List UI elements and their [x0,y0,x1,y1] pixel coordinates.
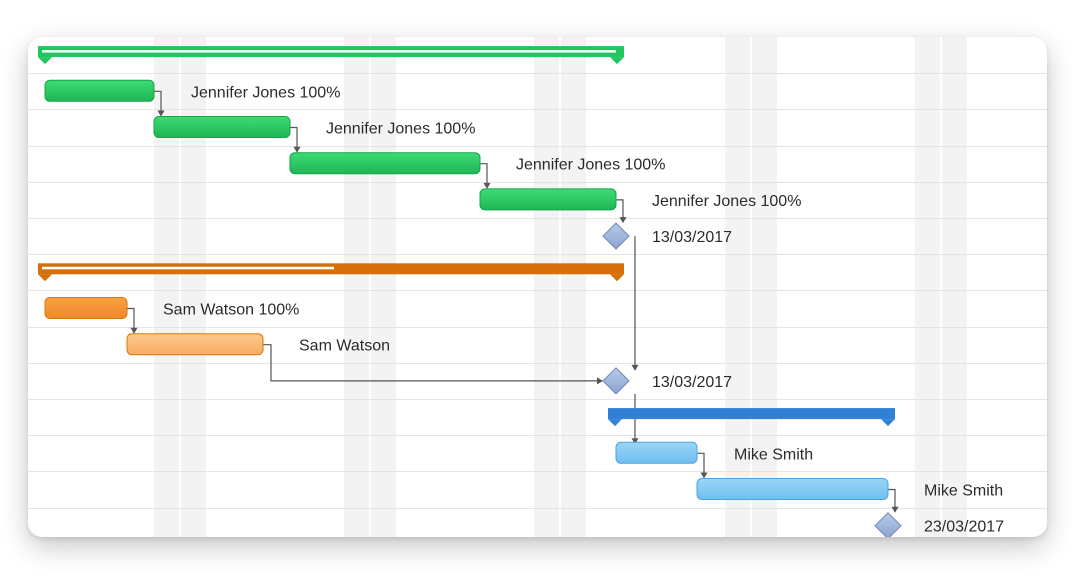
connector-arrow [700,472,708,479]
milestone-diamond[interactable] [602,222,630,250]
task-bar[interactable] [153,116,291,138]
day-separator [940,37,942,537]
day-separator [559,37,561,537]
connector-line [263,344,602,382]
task-bar[interactable] [44,79,155,102]
connector-line [697,452,705,478]
summary-progress-line [42,50,616,53]
summary-end-tab [610,274,624,282]
task-label: Jennifer Jones 100% [326,121,475,138]
day-separator [369,37,371,537]
summary-end-tab [881,419,895,427]
gantt-chart-card: Jennifer Jones 100% Jennifer Jones 100% Je… [28,37,1047,537]
task-label: Sam Watson [299,338,390,355]
task-bar[interactable] [126,333,264,356]
milestone-diamond[interactable] [874,511,902,537]
task-bar[interactable] [615,441,698,464]
connector-line [616,199,624,223]
connector-line [290,126,298,152]
connector-arrow [619,217,627,224]
gantt-chart: Jennifer Jones 100% Jennifer Jones 100% Je… [28,37,1047,537]
weekend-bands [154,37,967,537]
summary-progress-line [42,266,334,270]
connector-arrow [631,438,639,445]
connector-arrow [597,377,603,385]
summary-end-tab [610,57,624,65]
task-label: Sam Watson 100% [163,302,299,319]
row-gridlines [28,73,1047,509]
task-label: Mike Smith [924,483,1003,500]
summary-start-tab [38,274,52,282]
day-separator [179,37,181,537]
task-bars[interactable] [38,46,902,537]
task-label: Jennifer Jones 100% [191,84,340,101]
task-label: Jennifer Jones 100% [516,157,665,174]
task-labels: Jennifer Jones 100% Jennifer Jones 100% Je… [163,84,1004,535]
task-bar[interactable] [479,188,617,211]
connector-line [480,163,488,188]
task-bar[interactable] [696,478,889,500]
connector-arrow [483,182,491,189]
task-label: 13/03/2017 [652,374,732,391]
day-separator [750,37,752,537]
connector-arrow [130,327,138,334]
connector-line [127,307,135,333]
summary-start-tab [38,57,52,65]
connector-line [888,488,896,512]
connector-arrow [157,110,165,117]
task-label: Jennifer Jones 100% [652,193,801,210]
task-label: 13/03/2017 [652,229,732,246]
summary-start-tab [608,419,622,427]
connector-arrow [891,506,899,513]
task-bar[interactable] [44,297,128,319]
task-label: 23/03/2017 [924,519,1004,536]
task-bar[interactable] [289,152,481,175]
task-label: Mike Smith [734,446,813,463]
milestone-diamond[interactable] [602,367,630,395]
connector-arrow [293,146,301,153]
connector-arrow [631,364,639,371]
summary-bar-blue[interactable] [608,408,895,420]
connector-line [154,90,162,116]
